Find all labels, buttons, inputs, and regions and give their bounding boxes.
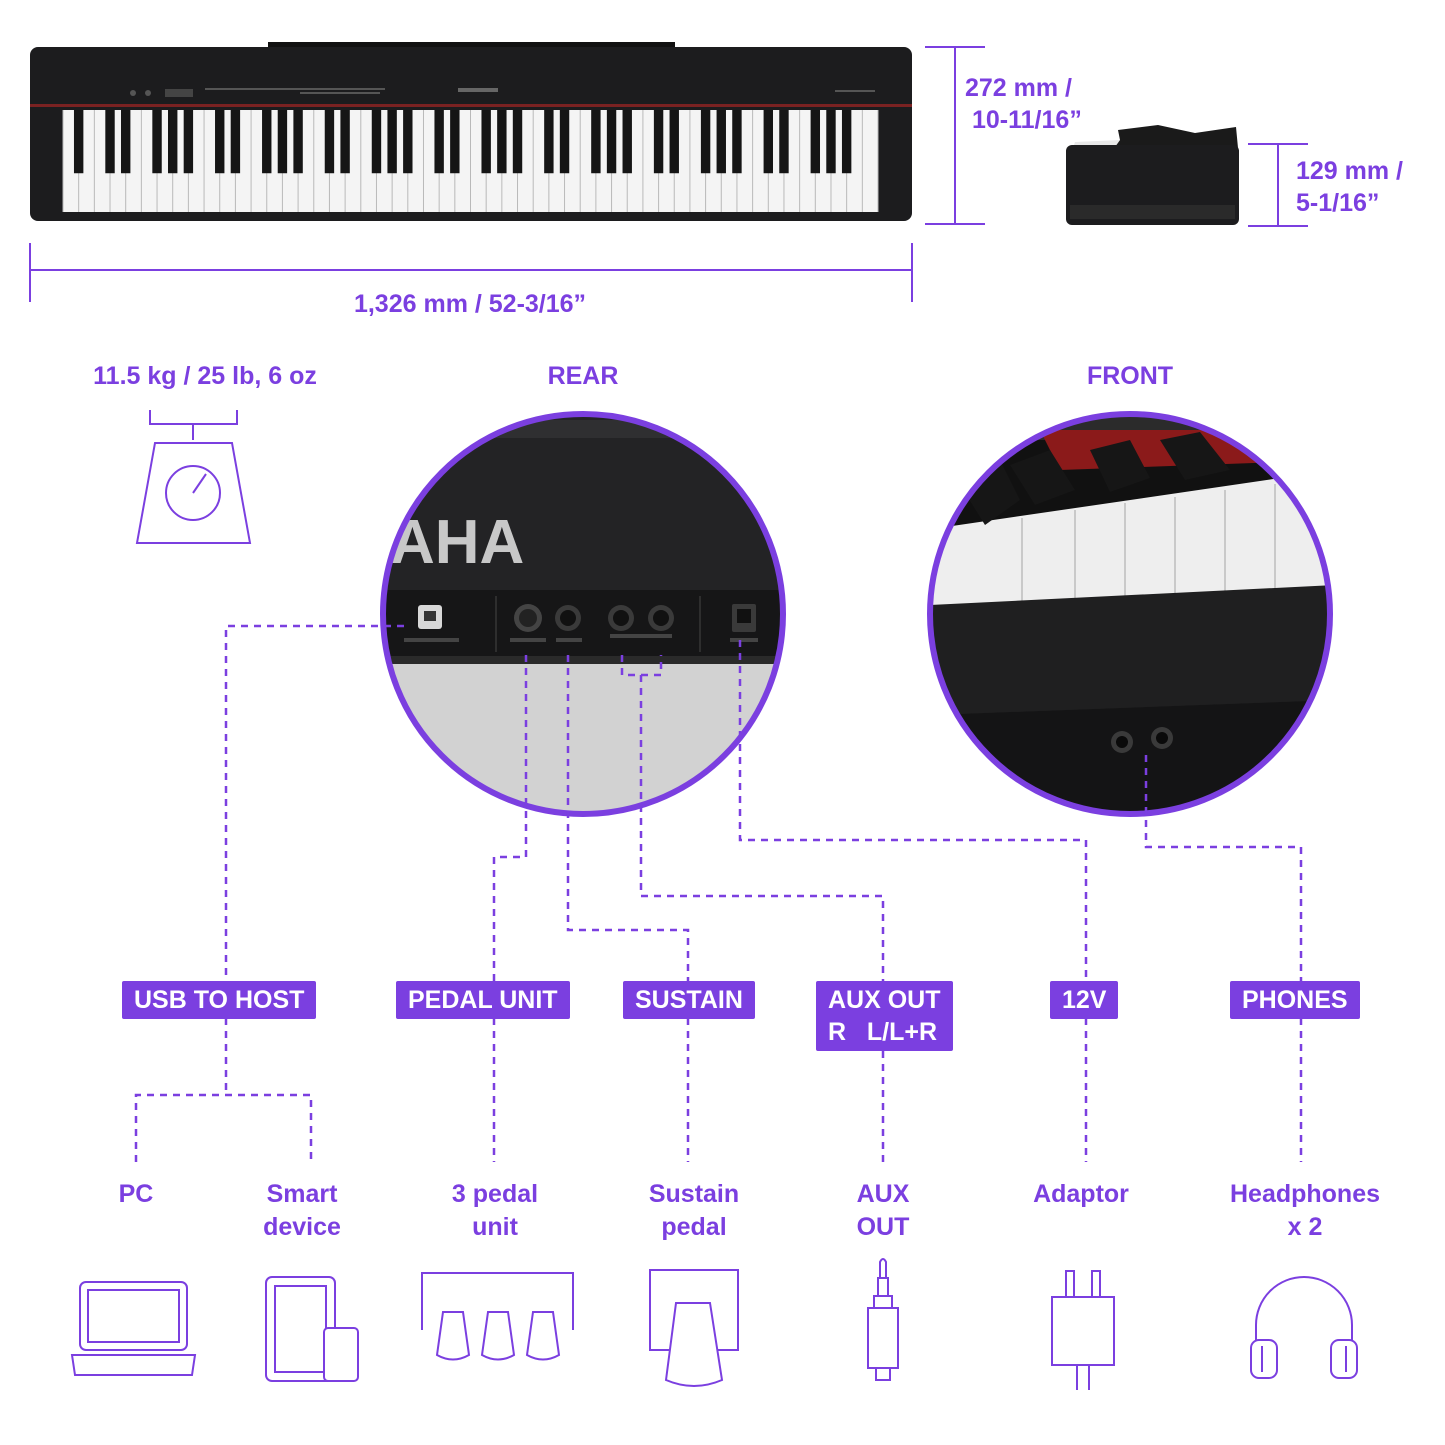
front-view-label: FRONT	[1086, 362, 1174, 390]
device-label-line: x 2	[1287, 1213, 1323, 1241]
black-key	[732, 110, 742, 174]
rear-view-label: REAR	[547, 362, 619, 390]
black-key	[340, 110, 350, 174]
sustain-pedal-icon	[649, 1269, 739, 1387]
dimension-lines	[29, 46, 1308, 302]
black-key	[73, 110, 84, 174]
black-key	[434, 110, 444, 174]
piano-side-view	[1066, 125, 1239, 225]
badge-text-channels: R L/L+R	[828, 1018, 938, 1046]
device-label-3-pedal-unit: 3 pedal unit	[420, 1178, 570, 1244]
device-label-line: 3 pedal	[451, 1180, 539, 1208]
black-key	[387, 110, 397, 174]
badge-usb-to-host: USB TO HOST	[122, 981, 317, 1019]
height-dimension-metric: 272 mm /	[965, 74, 1073, 102]
tablet-phone-icon	[265, 1276, 359, 1382]
width-dimension-label: 1,326 mm / 52-3/16”	[353, 290, 587, 318]
piano-top-view	[30, 42, 912, 221]
device-label-line: Sustain	[648, 1180, 740, 1208]
device-label-pc: PC	[76, 1178, 196, 1211]
black-key	[230, 110, 241, 174]
device-label-line: AUX	[856, 1180, 910, 1208]
scale-icon	[135, 410, 252, 544]
brand-logo-text: AHA	[390, 508, 524, 577]
black-key	[810, 110, 821, 174]
badge-text: PEDAL UNIT	[408, 986, 558, 1014]
headphones-icon	[1250, 1276, 1358, 1379]
power-plug-icon	[1051, 1270, 1115, 1390]
device-label-line: device	[263, 1213, 341, 1241]
device-label-adaptor: Adaptor	[1011, 1178, 1151, 1211]
badge-12v: 12V	[1050, 981, 1119, 1019]
black-key	[450, 110, 460, 174]
device-label-line: unit	[472, 1213, 518, 1241]
black-key	[700, 110, 711, 174]
piano-keys	[62, 110, 879, 212]
device-label-line: Headphones	[1229, 1180, 1381, 1208]
badge-text: SUSTAIN	[635, 986, 743, 1014]
black-key	[653, 110, 664, 174]
connector-lines	[134, 624, 1303, 1162]
badge-text: USB TO HOST	[134, 986, 305, 1014]
black-key	[669, 110, 679, 174]
badge-sustain: SUSTAIN	[623, 981, 755, 1019]
black-key	[168, 110, 178, 174]
black-key	[105, 110, 115, 174]
black-key	[481, 110, 491, 174]
badge-text: AUX OUT	[828, 986, 941, 1014]
audio-jack-icon	[867, 1258, 899, 1381]
black-key	[622, 110, 632, 174]
black-key	[512, 110, 523, 174]
device-label-aux-out: AUX OUT	[823, 1178, 943, 1244]
device-label-line: OUT	[856, 1213, 910, 1241]
front-zoom-circle	[927, 411, 1333, 817]
black-key	[716, 110, 726, 174]
front-height-dimension-label: 129 mm / 5-1/16”	[1296, 155, 1403, 219]
device-label-line: Smart	[266, 1180, 338, 1208]
device-label-smart-device: Smart device	[236, 1178, 368, 1244]
badge-text: PHONES	[1242, 986, 1348, 1014]
front-height-metric: 129 mm /	[1296, 157, 1404, 185]
black-key	[120, 110, 131, 174]
badge-aux-out: AUX OUT R L/L+R	[816, 981, 953, 1051]
weight-label: 11.5 kg / 25 lb, 6 oz	[93, 362, 317, 390]
black-key	[183, 110, 194, 174]
black-key	[277, 110, 288, 174]
black-key	[152, 110, 162, 174]
black-key	[763, 110, 773, 174]
height-dimension-label: 272 mm / 10-11/16”	[965, 72, 1082, 136]
device-label-line: Adaptor	[1033, 1180, 1129, 1208]
black-key	[544, 110, 554, 174]
height-dimension-imperial: 10-11/16”	[972, 106, 1082, 134]
black-key	[324, 110, 335, 174]
black-key	[826, 110, 836, 174]
device-label-line: PC	[118, 1180, 154, 1208]
badge-pedal-unit: PEDAL UNIT	[396, 981, 570, 1019]
black-key	[371, 110, 382, 174]
device-label-line: pedal	[661, 1213, 727, 1241]
black-key	[606, 110, 617, 174]
front-height-imperial: 5-1/16”	[1296, 189, 1380, 217]
rear-zoom-circle: AHA	[380, 411, 786, 817]
laptop-icon	[70, 1281, 197, 1376]
badge-phones: PHONES	[1230, 981, 1360, 1019]
device-label-headphones: Headphones x 2	[1210, 1178, 1400, 1244]
badge-text: 12V	[1062, 986, 1107, 1014]
device-label-sustain-pedal: Sustain pedal	[624, 1178, 764, 1244]
black-key	[497, 110, 507, 174]
black-key	[215, 110, 225, 174]
three-pedal-icon	[421, 1272, 574, 1361]
black-key	[293, 110, 303, 174]
black-key	[403, 110, 413, 174]
black-key	[841, 110, 852, 174]
black-key	[591, 110, 601, 174]
black-key	[559, 110, 570, 174]
black-key	[262, 110, 272, 174]
black-key	[779, 110, 789, 174]
